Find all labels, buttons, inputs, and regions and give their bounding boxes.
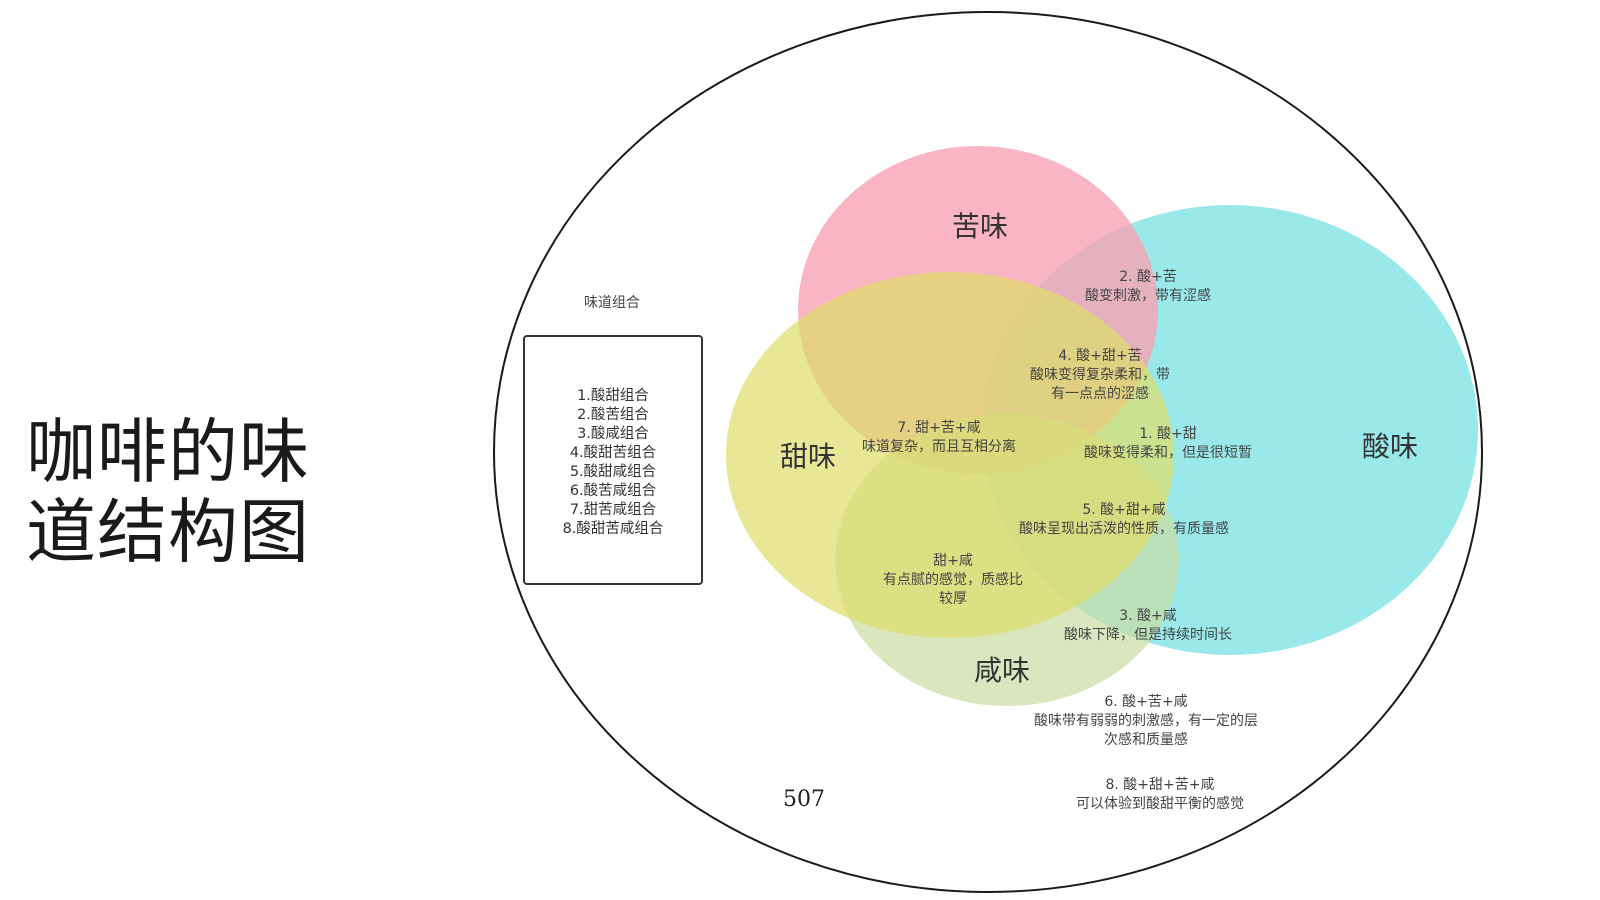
sour-label: 酸味 [1362,430,1418,463]
combo-5-title: 5. 酸+甜+咸 [1082,502,1165,518]
legend-box [523,335,703,585]
combo-3-title: 3. 酸+咸 [1119,608,1177,624]
combo-2-desc-1: 酸变刺激，带有涩感 [1085,287,1211,304]
outer-circle [493,11,1483,893]
combo-6-desc-2: 次感和质量感 [1104,731,1188,748]
salty-label: 咸味 [974,654,1030,687]
sweet-label: 甜味 [780,440,836,473]
legend-item: 8.酸甜苦咸组合 [563,520,664,537]
sweet-ellipse [726,272,1174,638]
combo-sweet-salty-title: 甜+咸 [933,553,973,569]
combo-5-desc-1: 酸味呈现出活泼的性质，有质量感 [1019,520,1229,537]
page-title: 咖啡的味 道结构图 [26,412,346,572]
combo-6-title: 6. 酸+苦+咸 [1104,694,1187,710]
combo-sweet-salty-desc-2: 较厚 [939,591,967,607]
page-number: 507 [783,787,825,812]
legend-item: 1.酸甜组合 [577,387,649,404]
legend-item: 3.酸咸组合 [577,425,649,442]
legend-heading: 味道组合 [584,295,640,311]
combo-1-desc-1: 酸味变得柔和，但是很短暂 [1084,444,1252,461]
combo-7-title: 7. 甜+苦+咸 [897,420,980,436]
combo-2-title: 2. 酸+苦 [1119,269,1177,285]
bitter-label: 苦味 [952,210,1008,243]
page-title-line-1: 咖啡的味 [26,411,310,493]
combo-7-desc-1: 味道复杂，而且互相分离 [862,438,1016,455]
combo-4-title: 4. 酸+甜+苦 [1058,348,1141,364]
legend-item: 2.酸苦组合 [577,406,649,423]
combo-8-desc-1: 可以体验到酸甜平衡的感觉 [1076,795,1244,812]
legend-item: 7.甜苦咸组合 [570,501,657,518]
legend-item: 6.酸苦咸组合 [570,482,657,499]
combo-1-title: 1. 酸+甜 [1139,426,1197,442]
combo-3-desc-1: 酸味下降，但是持续时间长 [1064,626,1232,643]
combo-sweet-salty-desc-1: 有点腻的感觉，质感比 [883,571,1023,588]
combo-8-title: 8. 酸+甜+苦+咸 [1106,777,1215,793]
page-title-line-2: 道结构图 [26,491,310,573]
legend-item: 4.酸甜苦组合 [570,444,657,461]
combo-4-desc-1: 酸味变得复杂柔和，带 [1030,366,1170,383]
legend-item: 5.酸甜咸组合 [570,463,657,480]
combo-6-desc-1: 酸味带有弱弱的刺激感，有一定的层 [1034,712,1258,729]
combo-4-desc-2: 有一点点的涩感 [1051,385,1149,402]
